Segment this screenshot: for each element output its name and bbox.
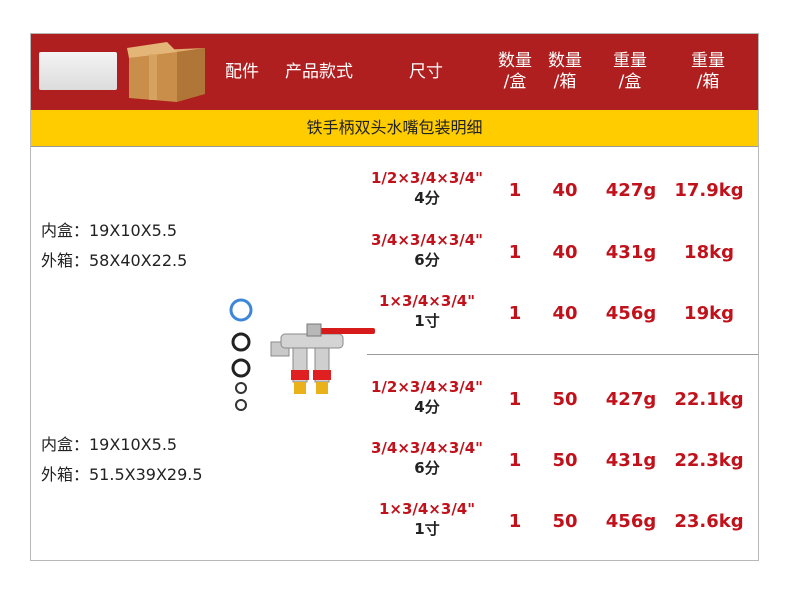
header-weight-box-line2: /盒 <box>618 72 642 92</box>
header-weight-box-line1: 重量 <box>613 51 647 71</box>
size-cell: 1×3/4×3/4" 1寸 <box>361 292 493 331</box>
weight-per-case: 19kg <box>684 303 734 324</box>
table-row: 1/2×3/4×3/4" 4分 1 50 427g 22.1kg <box>31 378 758 434</box>
weight-per-box: 456g <box>605 511 657 532</box>
qty-per-box: 1 <box>508 180 522 201</box>
group2-packaging: 内盒：19X10X5.5 外箱：51.5X39X29.5 <box>41 430 203 490</box>
size-cell: 1/2×3/4×3/4" 4分 <box>361 378 493 417</box>
size-value: 1×3/4×3/4" <box>378 292 476 310</box>
weight-per-case: 22.3kg <box>674 450 744 471</box>
header-weight-case-line2: /箱 <box>696 72 720 92</box>
cardboard-carton-icon <box>127 42 205 102</box>
qty-per-box: 1 <box>508 511 522 532</box>
weight-per-case: 17.9kg <box>674 180 744 201</box>
header-qty-box-line2: /盒 <box>503 72 527 92</box>
qty-per-box: 1 <box>508 450 522 471</box>
size-cell: 1/2×3/4×3/4" 4分 <box>361 169 493 208</box>
weight-per-box: 431g <box>605 242 657 263</box>
size-cell: 3/4×3/4×3/4" 6分 <box>361 231 493 270</box>
header-weight-case: 重量 /箱 <box>685 51 731 93</box>
qty-per-box: 1 <box>508 242 522 263</box>
inner-box-size: 内盒：19X10X5.5 <box>41 221 178 240</box>
table-row: 1×3/4×3/4" 1寸 1 50 456g 23.6kg <box>31 500 758 556</box>
size-spec: 1寸 <box>414 520 440 538</box>
size-value: 3/4×3/4×3/4" <box>370 439 483 457</box>
header-style: 产品款式 <box>285 62 353 82</box>
divider <box>31 146 758 147</box>
table-row: 1×3/4×3/4" 1寸 1 40 456g 19kg <box>31 292 758 348</box>
packing-table: 配件 产品款式 尺寸 数量 /盒 数量 /箱 重量 /盒 重量 /箱 铁手柄双头… <box>30 33 759 561</box>
size-value: 3/4×3/4×3/4" <box>370 231 483 249</box>
faucet-product-image <box>229 298 375 411</box>
weight-per-box: 427g <box>605 389 657 410</box>
weight-per-case: 22.1kg <box>674 389 744 410</box>
size-spec: 1寸 <box>414 312 440 330</box>
divider <box>367 354 758 355</box>
qty-per-case: 40 <box>552 180 578 201</box>
header-parts: 配件 <box>225 62 259 82</box>
header-size: 尺寸 <box>409 62 443 82</box>
header-qty-case: 数量 /箱 <box>543 51 587 93</box>
table-row: 3/4×3/4×3/4" 6分 1 50 431g 22.3kg <box>31 439 758 495</box>
inner-box-size: 内盒：19X10X5.5 <box>41 435 178 454</box>
qty-per-box: 1 <box>508 303 522 324</box>
header-weight-box: 重量 /盒 <box>607 51 653 93</box>
table-row: 1/2×3/4×3/4" 4分 1 40 427g 17.9kg <box>31 169 758 225</box>
size-spec: 4分 <box>414 189 440 207</box>
qty-per-case: 50 <box>552 450 578 471</box>
size-value: 1/2×3/4×3/4" <box>370 378 483 396</box>
size-spec: 6分 <box>414 459 440 477</box>
size-value: 1/2×3/4×3/4" <box>370 169 483 187</box>
qty-per-case: 50 <box>552 511 578 532</box>
qty-per-case: 40 <box>552 303 578 324</box>
size-value: 1×3/4×3/4" <box>378 500 476 518</box>
outer-case-size: 外箱：51.5X39X29.5 <box>41 465 203 484</box>
weight-per-case: 18kg <box>684 242 734 263</box>
outer-case-size: 外箱：58X40X22.5 <box>41 251 188 270</box>
weight-per-case: 23.6kg <box>674 511 744 532</box>
size-cell: 3/4×3/4×3/4" 6分 <box>361 439 493 478</box>
size-spec: 6分 <box>414 251 440 269</box>
size-spec: 4分 <box>414 398 440 416</box>
qty-per-case: 50 <box>552 389 578 410</box>
qty-per-case: 40 <box>552 242 578 263</box>
qty-per-box: 1 <box>508 389 522 410</box>
size-cell: 1×3/4×3/4" 1寸 <box>361 500 493 539</box>
table-row: 3/4×3/4×3/4" 6分 1 40 431g 18kg <box>31 231 758 287</box>
header-qty-case-line2: /箱 <box>553 72 577 92</box>
weight-per-box: 427g <box>605 180 657 201</box>
header-qty-box: 数量 /盒 <box>493 51 537 93</box>
table-title: 铁手柄双头水嘴包装明细 <box>31 110 758 146</box>
weight-per-box: 456g <box>605 303 657 324</box>
sealing-rings-icon <box>229 298 253 411</box>
weight-per-box: 431g <box>605 450 657 471</box>
faucet-icon <box>270 323 375 394</box>
header-weight-case-line1: 重量 <box>691 51 725 71</box>
header-qty-case-line1: 数量 <box>548 51 582 71</box>
white-inner-box-icon <box>39 52 117 90</box>
table-header: 配件 产品款式 尺寸 数量 /盒 数量 /箱 重量 /盒 重量 /箱 <box>31 34 758 110</box>
group1-packaging: 内盒：19X10X5.5 外箱：58X40X22.5 <box>41 216 187 276</box>
header-qty-box-line1: 数量 <box>498 51 532 71</box>
